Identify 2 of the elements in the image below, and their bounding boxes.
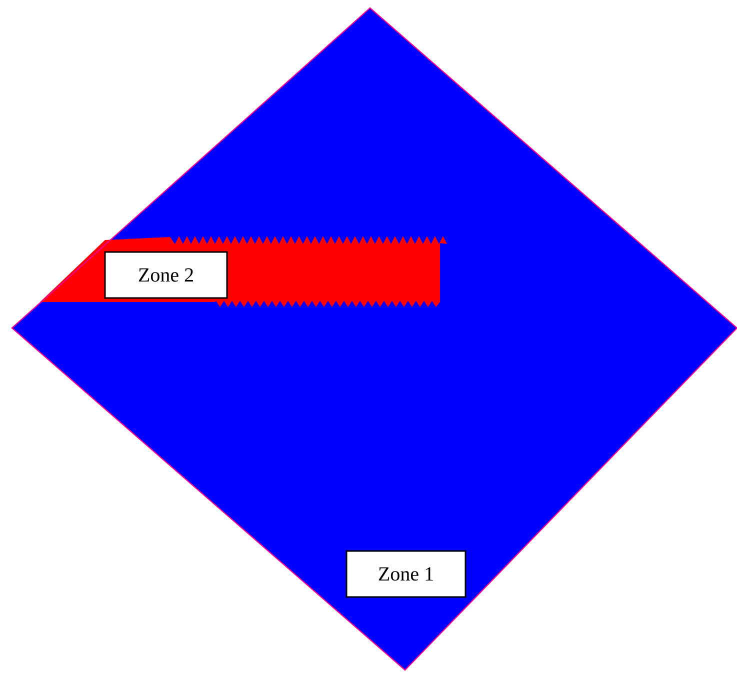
- zone-label: Zone 1: [346, 550, 466, 598]
- zone-label: Zone 2: [104, 251, 228, 299]
